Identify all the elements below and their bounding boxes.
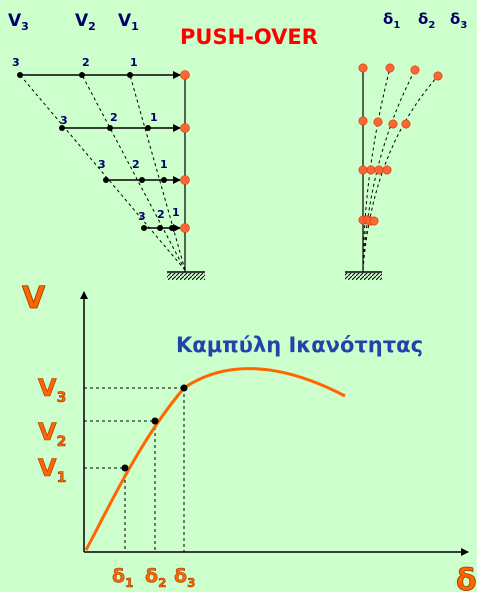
top-force-labels: V3 V2 V1 xyxy=(8,11,139,33)
deformed-nodes xyxy=(358,63,443,226)
curve-label-delta1: δ1 xyxy=(112,565,133,590)
curve-displacement-labels: δ1 δ2 δ3 xyxy=(112,565,196,591)
svg-text:1: 1 xyxy=(150,111,158,124)
label-delta1: δ1 xyxy=(383,10,400,31)
load-step-numbers: 3 2 1 3 2 1 3 2 1 3 2 1 xyxy=(12,56,180,223)
column-nodes xyxy=(180,70,190,233)
svg-text:3: 3 xyxy=(138,210,146,223)
label-delta2: δ2 xyxy=(418,10,435,31)
deformed-frame xyxy=(345,63,443,280)
curve-title: Καμπύλη Ικανότητας xyxy=(176,333,423,357)
curve-label-v1: V1 xyxy=(38,454,66,486)
svg-text:2: 2 xyxy=(157,208,165,221)
svg-text:3: 3 xyxy=(12,56,20,69)
guide-lines xyxy=(84,387,185,552)
deformed-shapes xyxy=(362,67,439,271)
svg-text:3: 3 xyxy=(60,114,68,127)
top-displacement-labels: δ1 δ2 δ3 xyxy=(383,10,467,31)
capacity-curve-plot: V δ Καμπύλη Ικανότητας V3 V2 V1 δ1 xyxy=(22,281,477,592)
svg-text:1: 1 xyxy=(130,56,138,69)
curve-points xyxy=(121,384,188,472)
x-axis-label: δ xyxy=(456,563,477,592)
y-axis-label: V xyxy=(22,281,46,316)
curve-label-delta2: δ2 xyxy=(145,565,166,590)
curve-point-3 xyxy=(180,384,188,392)
fixed-support-icon-right xyxy=(345,273,382,280)
curve-point-1 xyxy=(121,464,129,472)
label-v3: V3 xyxy=(8,11,29,33)
curve-label-delta3: δ3 xyxy=(174,565,195,590)
svg-text:3: 3 xyxy=(98,158,106,171)
fixed-support-icon xyxy=(167,273,205,280)
label-delta3: δ3 xyxy=(450,10,467,31)
curve-label-v2: V2 xyxy=(38,418,66,450)
svg-text:2: 2 xyxy=(110,111,118,124)
svg-text:2: 2 xyxy=(132,158,140,171)
curve-point-2 xyxy=(151,417,159,425)
curve-label-v3: V3 xyxy=(38,374,66,406)
svg-text:1: 1 xyxy=(160,158,168,171)
svg-text:1: 1 xyxy=(172,206,180,219)
load-frame: 3 2 1 3 2 1 3 2 1 3 2 1 xyxy=(12,56,205,280)
load-dashed-lines xyxy=(19,74,186,271)
load-points xyxy=(17,72,175,231)
title: PUSH-OVER xyxy=(180,25,318,49)
svg-text:2: 2 xyxy=(82,56,90,69)
label-v1: V1 xyxy=(118,11,139,33)
force-arrows xyxy=(20,71,181,232)
curve-force-labels: V3 V2 V1 xyxy=(38,374,67,487)
label-v2: V2 xyxy=(75,11,96,33)
